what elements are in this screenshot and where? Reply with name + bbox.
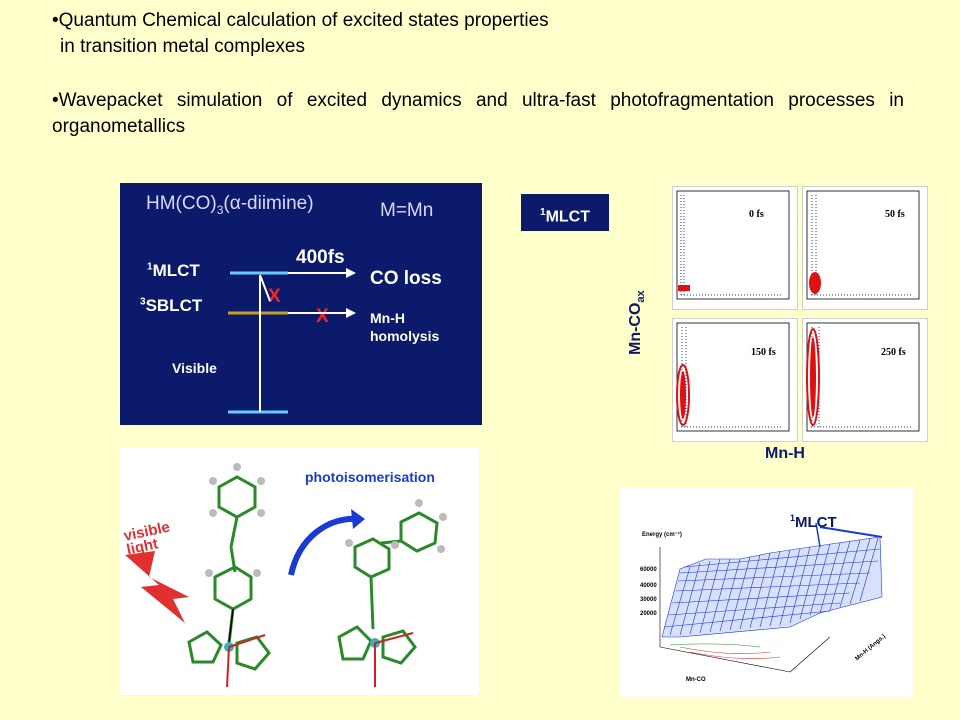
surface-mlct-text: MLCT xyxy=(795,514,837,531)
contour-plot xyxy=(806,322,920,432)
visible-label: Visible xyxy=(172,360,217,376)
x-axis-label: Mn-H xyxy=(765,445,805,462)
state-1mlct-label: 1MLCT xyxy=(147,261,200,281)
lightning-icon xyxy=(125,551,189,623)
metal-label: M=Mn xyxy=(380,200,434,221)
z-tick-2: 40000 xyxy=(640,583,657,589)
wavepacket-frame-0fs: 0 fs xyxy=(672,186,798,310)
bullet-1-line2: in transition metal complexes xyxy=(60,36,305,57)
surface-mlct-label: 1MLCT xyxy=(790,513,837,531)
surface-mlct-sup: 1 xyxy=(790,513,796,523)
frame-time: 150 fs xyxy=(751,347,776,358)
energy-level-diagram: HM(CO)3(α-diimine) M=Mn 1MLCT 3SBLCT 400… xyxy=(120,183,482,425)
alpha-symbol: α xyxy=(229,193,241,214)
photoisomerisation-caption: photoisomerisation xyxy=(305,469,435,485)
product2-line1: Mn-H xyxy=(370,310,405,326)
homolysis-arrowhead xyxy=(346,308,356,318)
co-loss-label: CO loss xyxy=(370,268,442,289)
frame-time: 250 fs xyxy=(881,347,906,358)
bullet-list: •Quantum Chemical calculation of excited… xyxy=(52,8,904,140)
mn-h-homolysis-label: Mn-H homolysis xyxy=(370,309,439,345)
diagram-title: HM(CO)3(α-diimine) xyxy=(146,193,314,217)
isomerisation-arrow xyxy=(288,515,358,576)
state-3sblct-text: SBLCT xyxy=(145,296,203,315)
contour-plot xyxy=(806,190,920,300)
frame-time: 50 fs xyxy=(885,209,905,220)
title-ligand: -diimine) xyxy=(240,193,314,214)
mlct-box-sup: 1 xyxy=(540,207,546,218)
x-axis-label: Mn-CO xyxy=(686,677,706,683)
mlct-label-box: 1MLCT xyxy=(521,194,609,231)
title-paren: ( xyxy=(223,193,230,214)
z-tick-4: 20000 xyxy=(640,611,657,617)
energy-lines xyxy=(228,268,356,414)
title-formula: HM(CO) xyxy=(146,193,217,214)
blocked-mark-1: X xyxy=(268,286,281,307)
y-axis-label: Mn-COax xyxy=(627,290,647,355)
molecule-structures xyxy=(125,463,447,688)
state-1mlct-text: MLCT xyxy=(152,261,200,280)
bullet-2: •Wavepacket simulation of excited dynami… xyxy=(52,90,904,137)
contour-plot xyxy=(676,322,790,432)
time-label: 400fs xyxy=(296,247,345,268)
blocked-mark-2: X xyxy=(316,306,329,327)
z-tick-1: 60000 xyxy=(640,567,657,573)
product2-line2: homolysis xyxy=(370,328,440,344)
z-axis-label: Energy (cm⁻¹) xyxy=(642,532,682,538)
co-loss-arrowhead xyxy=(346,268,356,278)
potential-energy-surface: 1MLCT Energy (cm⁻¹) 60000 40000 30000 20… xyxy=(620,487,914,697)
wavepacket-frame-50fs: 50 fs xyxy=(802,186,928,310)
contour-plot xyxy=(676,190,790,300)
wavepacket-frame-250fs: 250 fs xyxy=(802,318,928,442)
frame-time: 0 fs xyxy=(749,209,764,220)
state-3sblct-sup: 3 xyxy=(140,296,146,308)
z-tick-3: 30000 xyxy=(640,597,657,603)
y-axis-main: Mn-CO xyxy=(627,302,644,355)
state-3sblct-label: 3SBLCT xyxy=(140,296,202,316)
state-1mlct-sup: 1 xyxy=(147,261,153,273)
surface-plot xyxy=(659,522,883,673)
wavepacket-frame-150fs: 150 fs xyxy=(672,318,798,442)
title-subscript: 3 xyxy=(216,202,224,217)
mlct-box-text: MLCT xyxy=(545,208,590,226)
bullet-1-line1: •Quantum Chemical calculation of excited… xyxy=(52,10,549,31)
y-axis-sub: ax xyxy=(635,290,648,303)
isc-arrow xyxy=(259,274,271,302)
